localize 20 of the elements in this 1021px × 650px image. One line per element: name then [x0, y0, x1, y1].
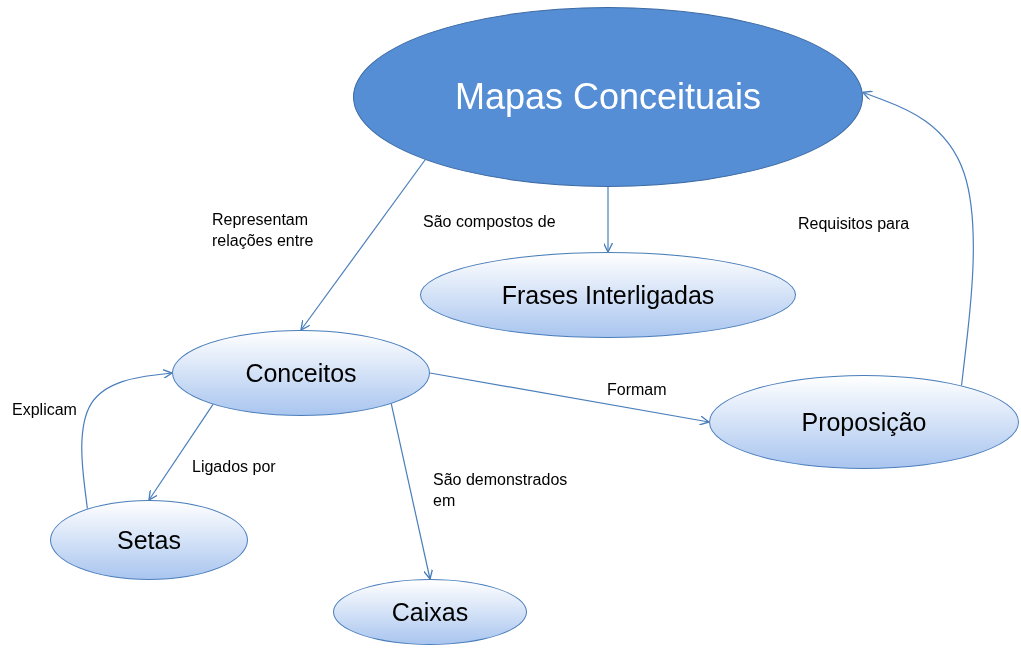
concept-label: Frases Interligadas: [501, 280, 715, 310]
arrow: [602, 186, 614, 253]
arrow: [300, 159, 426, 331]
arrow: [429, 372, 710, 426]
concept-label: Caixas: [391, 597, 469, 627]
arrow: [81, 368, 173, 510]
edge-label: São demonstrados em: [433, 470, 569, 511]
edge-label: Explicam: [12, 400, 78, 420]
arrow: [390, 403, 434, 580]
edge-label: Requisitos para: [798, 214, 911, 234]
edge-label: Representam relações entre: [212, 210, 315, 251]
arrow: [148, 403, 214, 501]
concept-label: Mapas Conceituais: [454, 76, 762, 118]
edge-label: Ligados por: [192, 457, 277, 477]
edge-label: Formam: [607, 380, 668, 400]
edge-label: São compostos de: [423, 212, 557, 232]
concept-label: Conceitos: [245, 358, 357, 388]
concept-label: Setas: [117, 525, 181, 555]
arrow: [862, 90, 974, 387]
concept-label: Proposição: [801, 407, 927, 437]
